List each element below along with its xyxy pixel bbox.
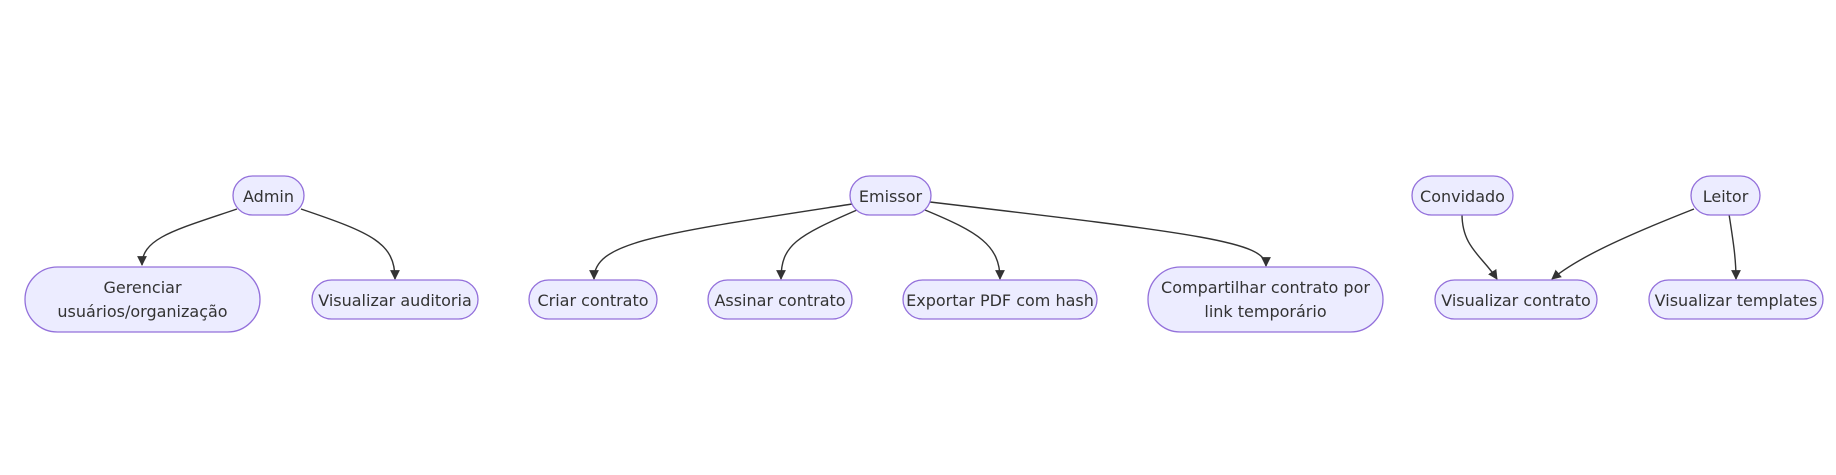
node-emissor[interactable]: Emissor <box>849 175 932 216</box>
node-leitor-label: Leitor <box>1703 187 1749 206</box>
node-exportar-pdf-label: Exportar PDF com hash <box>906 291 1094 310</box>
node-convidado-label: Convidado <box>1420 187 1505 206</box>
node-assinar-contrato-label: Assinar contrato <box>714 291 845 310</box>
edge-leitor-vis-contrato <box>1551 208 1695 280</box>
node-visualizar-auditoria-label: Visualizar auditoria <box>318 291 472 310</box>
node-visualizar-auditoria[interactable]: Visualizar auditoria <box>311 279 479 320</box>
node-visualizar-templates[interactable]: Visualizar templates <box>1648 279 1824 320</box>
edge-emissor-compartilhar <box>929 201 1271 267</box>
node-compartilhar-label-line2: link temporário <box>1204 302 1326 321</box>
nodes: Admin Gerenciar usuários/organização Vis… <box>24 175 1824 333</box>
node-leitor[interactable]: Leitor <box>1690 175 1761 216</box>
node-gerenciar-label-line2: usuários/organização <box>57 302 227 321</box>
node-admin-label: Admin <box>243 187 294 206</box>
node-criar-contrato-label: Criar contrato <box>537 291 648 310</box>
node-compartilhar-contrato[interactable]: Compartilhar contrato por link temporári… <box>1147 266 1384 333</box>
node-visualizar-contrato-label: Visualizar contrato <box>1441 291 1591 310</box>
edge-emissor-assinar <box>776 209 858 280</box>
edges <box>137 201 1741 280</box>
node-criar-contrato[interactable]: Criar contrato <box>528 279 658 320</box>
node-admin[interactable]: Admin <box>232 175 305 216</box>
edge-admin-auditoria <box>300 208 400 280</box>
node-assinar-contrato[interactable]: Assinar contrato <box>707 279 853 320</box>
edge-convidado-vis-contrato <box>1461 213 1498 280</box>
edge-emissor-exportar <box>924 209 1005 280</box>
node-compartilhar-label-line1: Compartilhar contrato por <box>1161 278 1370 297</box>
node-gerenciar-label-line1: Gerenciar <box>103 278 182 297</box>
node-gerenciar-usuarios[interactable]: Gerenciar usuários/organização <box>24 266 261 333</box>
node-visualizar-templates-label: Visualizar templates <box>1655 291 1818 310</box>
node-emissor-label: Emissor <box>859 187 923 206</box>
edge-emissor-criar <box>589 203 853 280</box>
edge-admin-gerenciar <box>137 208 238 266</box>
edge-leitor-vis-templates <box>1728 213 1741 280</box>
node-visualizar-contrato[interactable]: Visualizar contrato <box>1434 279 1598 320</box>
node-convidado[interactable]: Convidado <box>1411 175 1514 216</box>
node-exportar-pdf[interactable]: Exportar PDF com hash <box>902 279 1098 320</box>
